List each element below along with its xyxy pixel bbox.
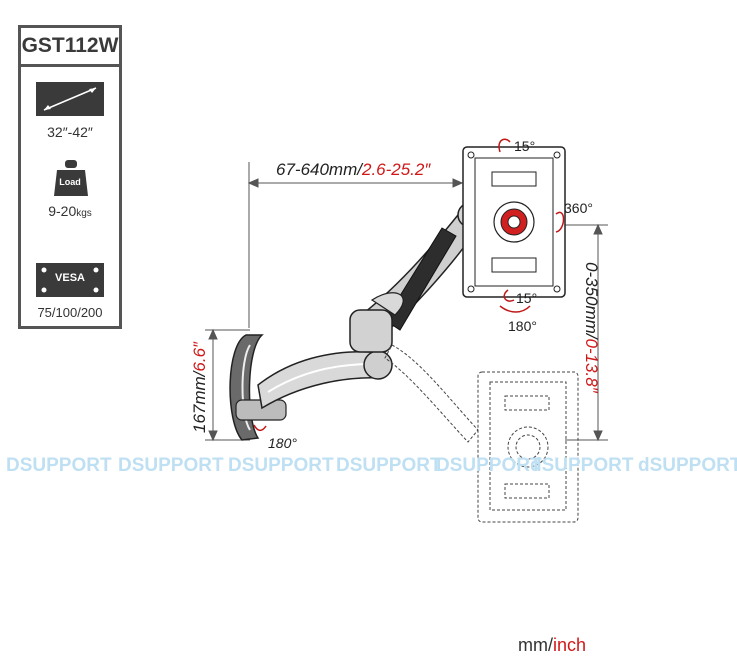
- tilt-up-angle: 15°: [514, 138, 536, 154]
- height-dimension-line: [565, 223, 608, 442]
- watermark-text: DSUPPORT: [228, 455, 334, 476]
- wall-swivel-angle: 180°: [268, 435, 297, 451]
- vesa-sizes: 75/100/200: [37, 305, 103, 320]
- lowered-position-outline: [384, 344, 579, 523]
- watermark-text: dSUPPORT: [638, 455, 737, 476]
- screen-size-label: 32″-42″: [47, 124, 93, 140]
- weight-icon: [54, 160, 88, 196]
- rotation-angle: 360°: [564, 200, 593, 216]
- units-label: mm/inch: [518, 635, 587, 655]
- watermark-text: DSUPPORT: [436, 455, 542, 476]
- watermark-text: DSUPPORT: [6, 455, 112, 476]
- extension-dimension-line: [247, 162, 464, 328]
- height-label: 0-350mm/0-13.8″: [582, 262, 601, 393]
- load-range: 9-20kgs: [48, 203, 92, 219]
- head-swivel-angle: 180°: [508, 318, 537, 334]
- watermark-text: DSUPPORT: [118, 455, 224, 476]
- wall-plate: [229, 334, 287, 441]
- watermark-text: DSUPPORT: [336, 455, 442, 476]
- rotation-arrows: [253, 138, 565, 432]
- tilt-down-angle: 15°: [516, 290, 538, 306]
- upper-arm: [349, 202, 483, 353]
- watermark-text: dSUPPORT: [530, 455, 634, 476]
- model-number: GST112W: [18, 25, 122, 67]
- screen-size-icon: [36, 82, 104, 116]
- spec-panel: GST112W 32″-42″ Load 9-20kgs VESA 75/100…: [18, 25, 126, 329]
- vesa-icon: [36, 263, 104, 297]
- vesa-plate: [462, 146, 566, 298]
- load-icon-label: Load: [59, 177, 81, 187]
- extension-label: 67-640mm/2.6-25.2″: [276, 160, 431, 179]
- wall-height-label: 167mm/6.6″: [190, 341, 209, 433]
- vesa-icon-label: VESA: [55, 272, 85, 284]
- spec-panel-frame: [18, 67, 122, 329]
- lower-arm: [257, 350, 393, 410]
